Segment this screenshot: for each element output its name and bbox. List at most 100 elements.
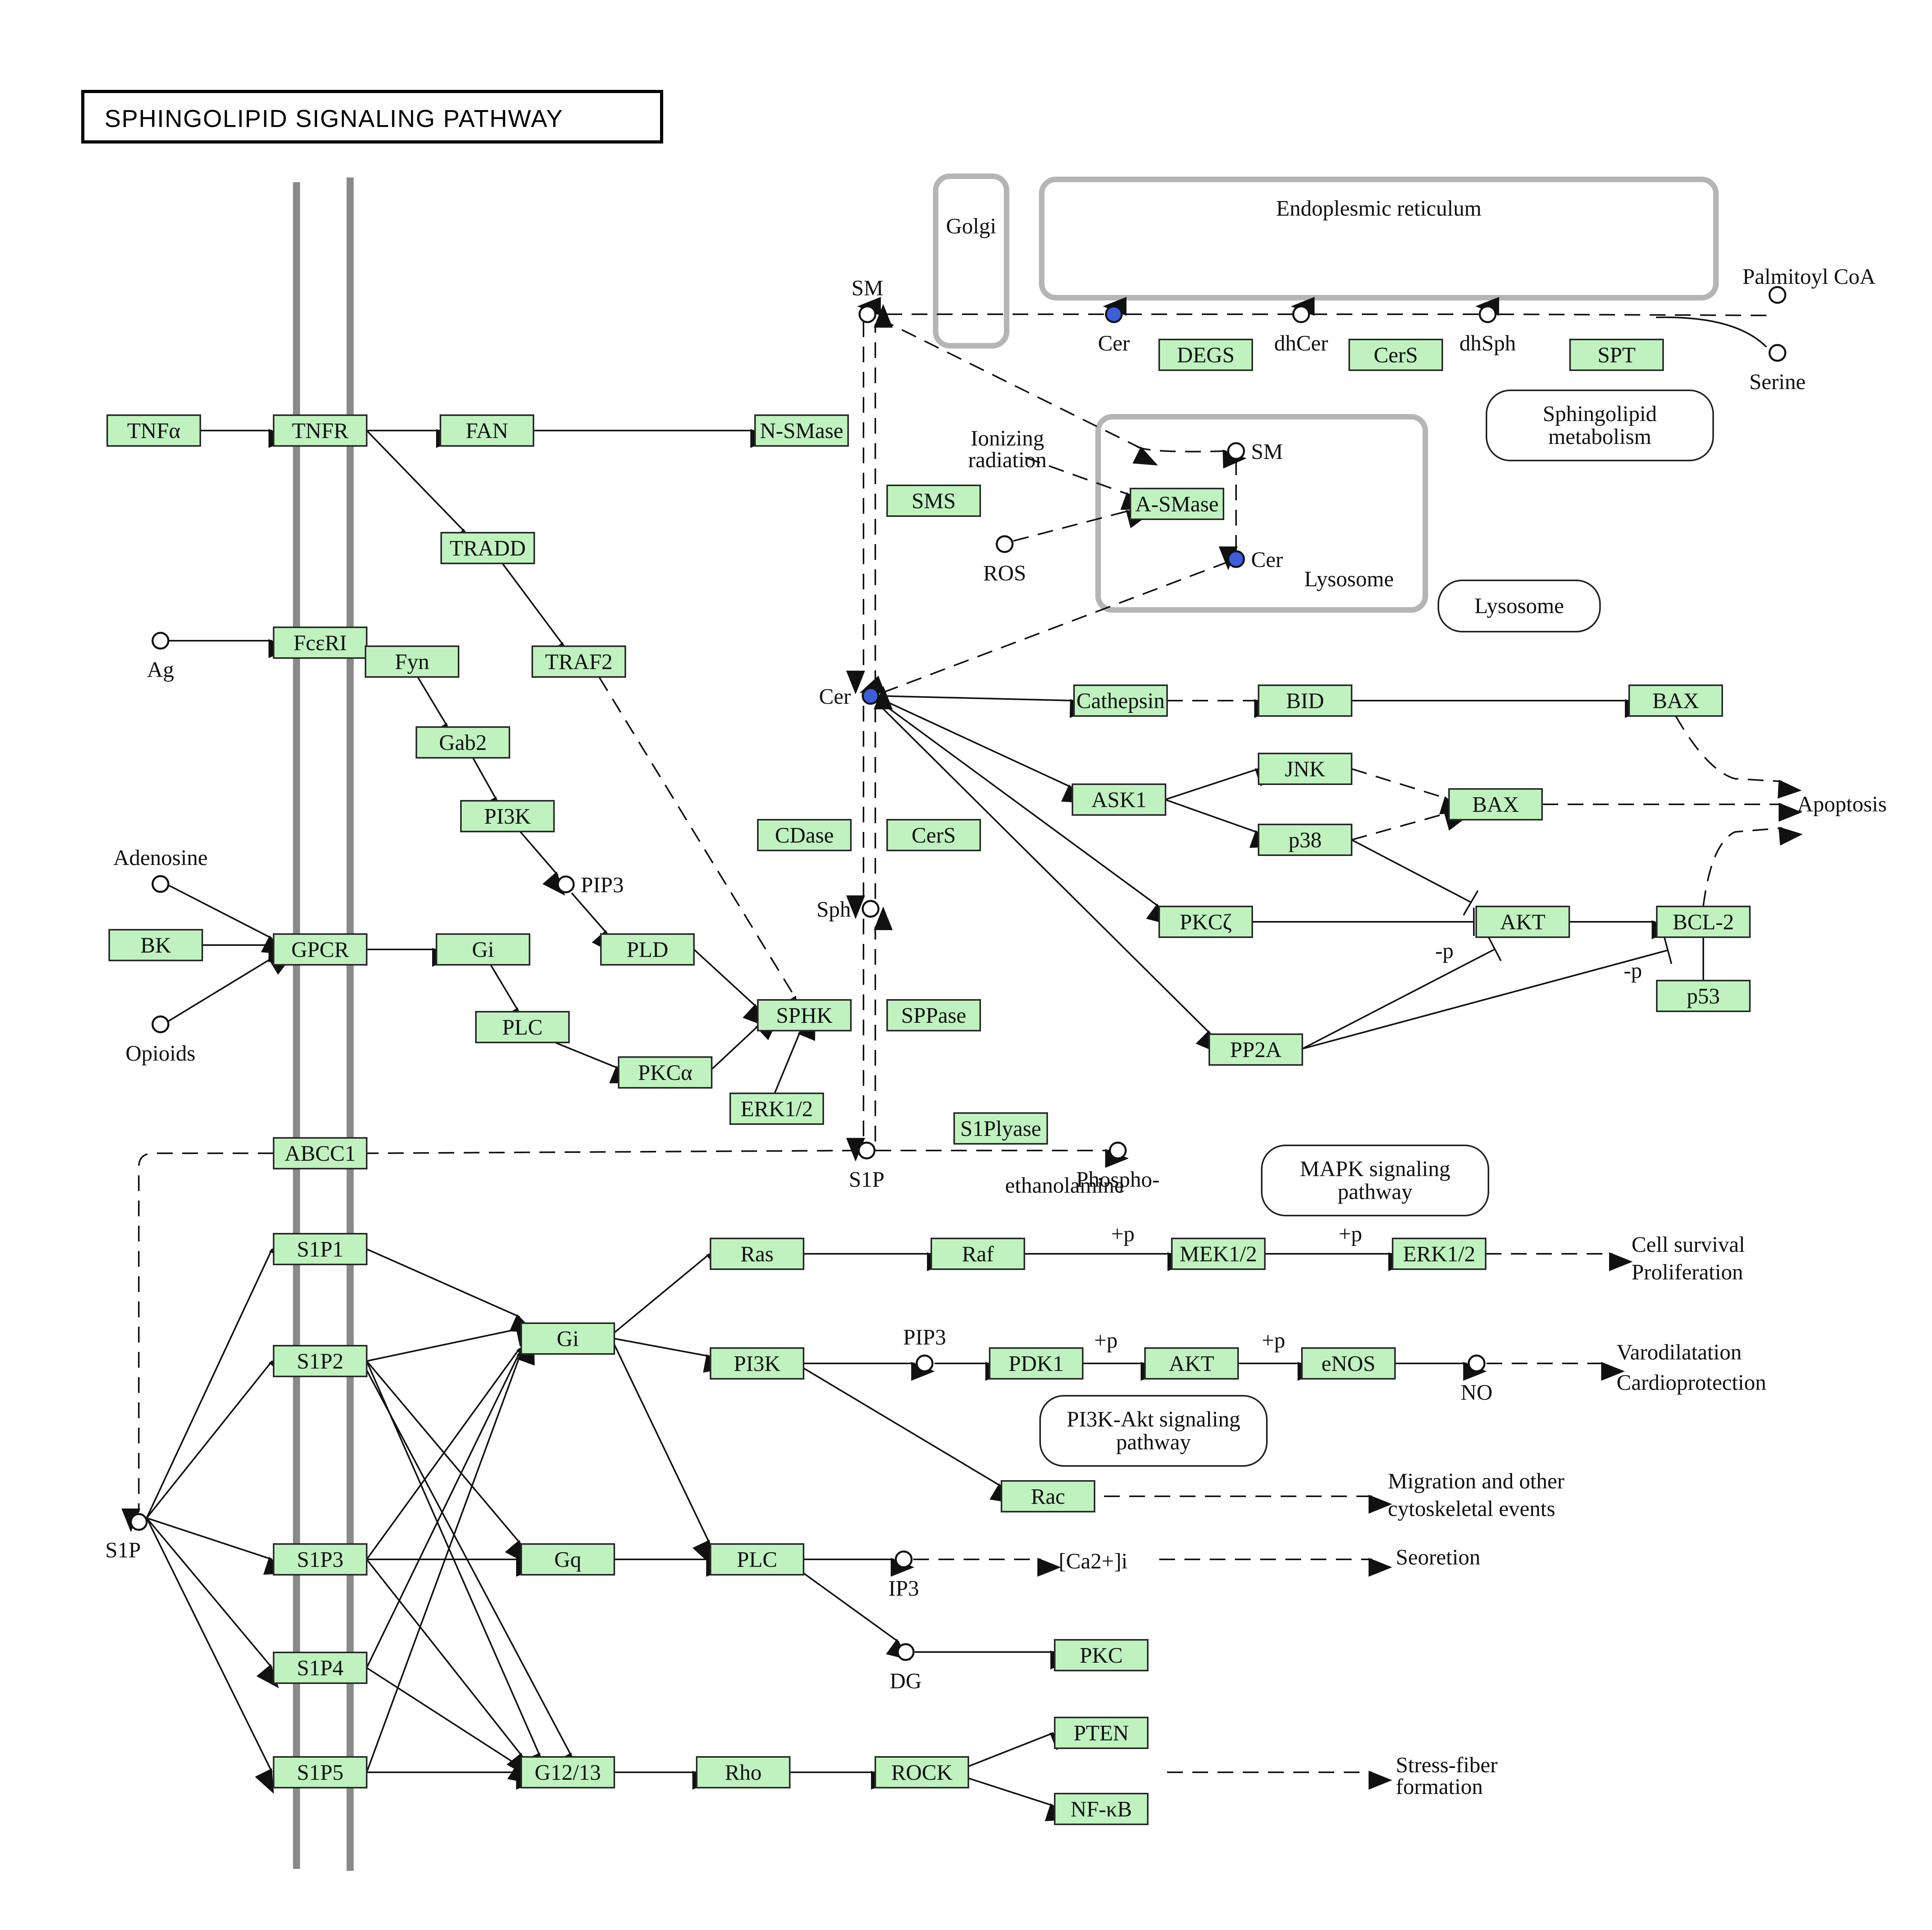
gene-plc-bot[interactable]: PLC (710, 1543, 804, 1576)
gene-s1p5[interactable]: S1P5 (273, 1756, 367, 1788)
gene-gi-bot[interactable]: Gi (520, 1322, 615, 1355)
gene-mek12[interactable]: MEK1/2 (1171, 1238, 1266, 1270)
gene-s1p1[interactable]: S1P1 (273, 1233, 367, 1265)
compound-sph[interactable]: Sph (817, 897, 880, 922)
compound-ros[interactable]: ROS (983, 535, 1026, 586)
gene-pp2a[interactable]: PP2A (1208, 1033, 1303, 1066)
edge (1165, 768, 1280, 800)
gene-pkc[interactable]: PKC (1054, 1639, 1149, 1671)
compound-pip3-bot[interactable]: PIP3 (903, 1325, 946, 1372)
gene-gab2[interactable]: Gab2 (416, 726, 510, 759)
gene-gpcr[interactable]: GPCR (273, 933, 367, 966)
gene-fan[interactable]: FAN (440, 414, 534, 447)
compound-cer-mid[interactable]: Cer (819, 684, 880, 709)
gene-label: Raf (962, 1242, 994, 1266)
compound-s1p-mid[interactable]: S1P (849, 1141, 884, 1192)
gene-gq[interactable]: Gq (520, 1543, 615, 1576)
compound-dhsph[interactable]: dhSph (1459, 305, 1516, 356)
gene-bcl2[interactable]: BCL-2 (1656, 906, 1751, 938)
compound-no[interactable]: NO (1461, 1354, 1493, 1405)
gene-bk[interactable]: BK (108, 929, 203, 961)
compound-label: SM (1251, 440, 1283, 464)
gene-pdk1[interactable]: PDK1 (989, 1347, 1083, 1380)
gene-pkca[interactable]: PKCα (618, 1056, 712, 1089)
gene-pkcz[interactable]: PKCζ (1158, 906, 1253, 938)
compound-ag[interactable]: Ag (147, 632, 174, 682)
gene-erk12-bot[interactable]: ERK1/2 (1392, 1238, 1486, 1270)
gene-label: PDK1 (1009, 1352, 1064, 1376)
compound-s1p-left[interactable]: S1P (105, 1513, 148, 1563)
gene-bid[interactable]: BID (1258, 684, 1352, 717)
gene-asmase[interactable]: A-SMase (1130, 488, 1224, 520)
compound-sm-lys[interactable]: SM (1227, 440, 1283, 464)
gene-degs[interactable]: DEGS (1158, 339, 1253, 371)
gene-akt-bot[interactable]: AKT (1144, 1347, 1239, 1380)
gene-rock[interactable]: ROCK (875, 1756, 969, 1788)
gene-s1plyase[interactable]: S1Plyase (953, 1112, 1048, 1145)
gene-traf2[interactable]: TRAF2 (531, 645, 626, 678)
compound-phospho[interactable]: Phospho- (1076, 1141, 1160, 1192)
compound-opioids[interactable]: Opioids (125, 1015, 196, 1066)
gene-rac[interactable]: Rac (1001, 1480, 1095, 1512)
gene-fceri[interactable]: FcεRI (273, 627, 367, 659)
gene-label: p38 (1289, 828, 1322, 852)
gene-s1p2[interactable]: S1P2 (273, 1345, 367, 1377)
gene-ask1[interactable]: ASK1 (1072, 783, 1166, 816)
gene-sppase[interactable]: SPPase (886, 999, 981, 1031)
gene-jnk[interactable]: JNK (1258, 753, 1352, 785)
gene-fyn[interactable]: Fyn (365, 645, 459, 678)
compound-ip3[interactable]: IP3 (888, 1550, 919, 1601)
compound-serine[interactable]: Serine (1749, 344, 1806, 394)
gene-akt-top[interactable]: AKT (1475, 906, 1570, 938)
compound-adenosine[interactable]: Adenosine (113, 846, 208, 893)
gene-ras[interactable]: Ras (710, 1238, 804, 1270)
edge (599, 677, 800, 1021)
gene-s1p3[interactable]: S1P3 (273, 1543, 367, 1576)
gene-cers-top[interactable]: CerS (1348, 339, 1443, 371)
gene-enos[interactable]: eNOS (1301, 1347, 1396, 1380)
plus-p-label-pdk1: +p (1094, 1328, 1118, 1353)
compound-pip3-top[interactable]: PIP3 (557, 873, 624, 897)
compound-dg[interactable]: DG (890, 1643, 922, 1693)
pathway-link-lysosome[interactable]: Lysosome (1438, 580, 1601, 632)
gene-tradd[interactable]: TRADD (440, 532, 535, 564)
gene-label: JNK (1285, 757, 1326, 781)
gene-sphk[interactable]: SPHK (757, 999, 852, 1031)
edge (879, 705, 1220, 1054)
gene-raf[interactable]: Raf (931, 1238, 1025, 1270)
compound-palmitoyl[interactable]: Palmitoyl CoA (1742, 265, 1876, 304)
compound-sm-top[interactable]: SM (852, 276, 884, 323)
gene-sms[interactable]: SMS (886, 485, 981, 517)
gene-nsmase[interactable]: N-SMase (754, 414, 849, 447)
gene-s1p4[interactable]: S1P4 (273, 1652, 367, 1684)
compound-cer-er[interactable]: Cer (1098, 305, 1130, 356)
gene-rho[interactable]: Rho (696, 1756, 791, 1788)
gene-cathepsin[interactable]: Cathepsin (1073, 684, 1168, 717)
gene-cdase[interactable]: CDase (757, 819, 852, 851)
compound-label: dhCer (1274, 331, 1328, 356)
gene-pi3k-top[interactable]: PI3K (460, 800, 555, 832)
gene-tnfr[interactable]: TNFR (273, 414, 367, 447)
gene-bax-top[interactable]: BAX (1628, 684, 1723, 717)
gene-g1213[interactable]: G12/13 (520, 1756, 615, 1788)
gene-spt[interactable]: SPT (1569, 339, 1664, 371)
gene-pld[interactable]: PLD (600, 933, 695, 966)
gene-pten[interactable]: PTEN (1054, 1717, 1149, 1749)
gene-p38[interactable]: p38 (1258, 824, 1352, 856)
gene-bax-mid[interactable]: BAX (1448, 788, 1543, 820)
compound-cer-lys[interactable]: Cer (1227, 548, 1283, 572)
gene-plc-top[interactable]: PLC (475, 1011, 570, 1043)
gene-abcc1[interactable]: ABCC1 (273, 1137, 367, 1169)
gene-nfkb[interactable]: NF-κB (1054, 1793, 1149, 1825)
gene-gi-top[interactable]: Gi (436, 933, 530, 966)
gene-pi3k-bot[interactable]: PI3K (710, 1347, 804, 1380)
edge (803, 1572, 911, 1661)
gene-cers-mid[interactable]: CerS (886, 819, 981, 851)
gene-erk12-top[interactable]: ERK1/2 (729, 1093, 824, 1125)
gene-p53[interactable]: p53 (1656, 980, 1751, 1012)
compound-dhcer[interactable]: dhCer (1274, 305, 1328, 356)
gene-tnfa[interactable]: TNFα (106, 414, 201, 447)
